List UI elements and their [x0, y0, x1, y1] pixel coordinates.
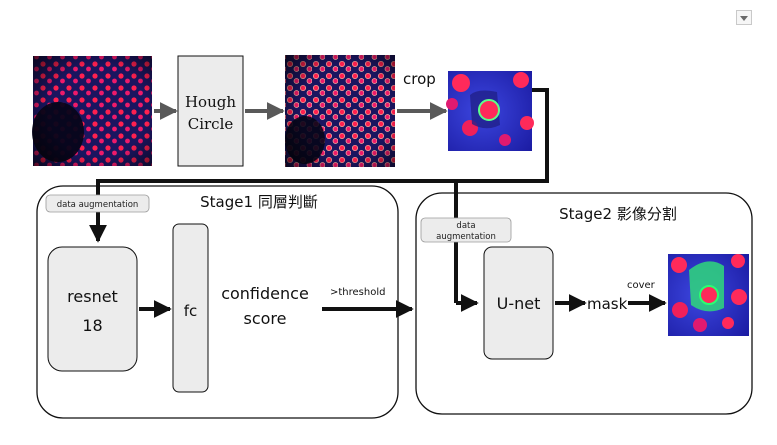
hough-circle-box [177, 55, 244, 167]
cropped-cell-image [446, 71, 534, 151]
threshold-label: >threshold [330, 287, 385, 298]
fc-box [172, 223, 209, 393]
stage2-title: Stage2 影像分割 [559, 205, 677, 223]
data-augmentation-label-2b: augmentation [436, 232, 496, 242]
stage1-title: Stage1 同層判斷 [200, 193, 318, 211]
hough-label-line2: Circle [188, 115, 234, 133]
unet-box [483, 246, 554, 360]
output-mask-image [668, 254, 749, 336]
detected-circles-image [285, 55, 395, 167]
stage2-panel [415, 192, 753, 415]
fc-label: fc [184, 302, 198, 320]
resnet-label-line1: resnet [67, 287, 118, 306]
unet-label: U-net [497, 294, 541, 313]
input-cell-image [32, 56, 152, 166]
resnet18-box [47, 246, 138, 372]
cover-label: cover [627, 280, 656, 291]
data-augmentation-label-2a: data [456, 221, 475, 231]
mask-label: mask [587, 295, 628, 313]
dropdown-chevron-down-icon[interactable] [736, 10, 752, 25]
confidence-label-line1: confidence [221, 284, 309, 303]
hough-label-line1: Hough [185, 93, 236, 111]
crop-label: crop [403, 70, 436, 88]
data-augmentation-tag-2 [420, 217, 512, 243]
resnet-label-line2: 18 [82, 316, 102, 335]
confidence-label-line2: score [244, 309, 287, 328]
data-augmentation-label-1: data augmentation [57, 200, 139, 210]
data-augmentation-tag-1 [45, 194, 150, 213]
